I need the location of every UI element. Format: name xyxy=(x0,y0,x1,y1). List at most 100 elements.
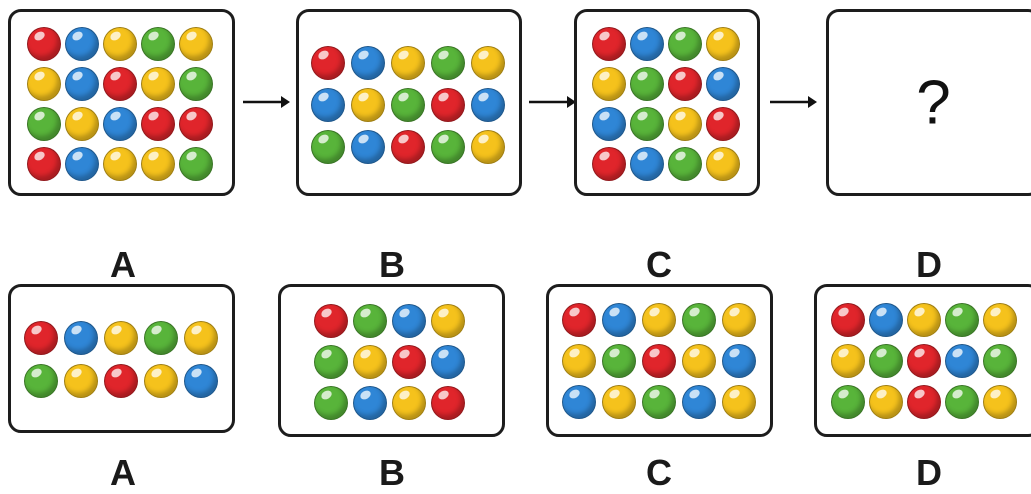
red-ball xyxy=(27,27,61,61)
green-ball xyxy=(630,107,664,141)
blue-ball xyxy=(351,130,385,164)
blue-ball xyxy=(630,147,664,181)
green-ball xyxy=(179,67,213,101)
red-ball xyxy=(562,303,596,337)
blue-ball xyxy=(706,67,740,101)
top-label-b: B xyxy=(379,244,405,285)
yellow-ball xyxy=(668,107,702,141)
red-ball xyxy=(907,385,941,419)
sequence-panel-unknown: ? xyxy=(826,9,1031,196)
option-panel-c[interactable] xyxy=(546,284,773,437)
yellow-ball xyxy=(722,303,756,337)
question-mark: ? xyxy=(916,68,951,137)
yellow-ball xyxy=(592,67,626,101)
sequence-panel-2 xyxy=(296,9,522,196)
red-ball xyxy=(104,364,138,398)
yellow-ball xyxy=(27,67,61,101)
green-ball xyxy=(179,147,213,181)
yellow-ball xyxy=(141,67,175,101)
red-ball xyxy=(27,147,61,181)
blue-ball xyxy=(431,345,465,379)
red-ball xyxy=(311,46,345,80)
yellow-ball xyxy=(831,344,865,378)
red-ball xyxy=(24,321,58,355)
green-ball xyxy=(311,130,345,164)
blue-ball xyxy=(722,344,756,378)
blue-ball xyxy=(65,27,99,61)
yellow-ball xyxy=(602,385,636,419)
red-ball xyxy=(314,304,348,338)
blue-ball xyxy=(945,344,979,378)
yellow-ball xyxy=(64,364,98,398)
yellow-ball xyxy=(144,364,178,398)
green-ball xyxy=(831,385,865,419)
arrow-icon xyxy=(529,96,576,108)
yellow-ball xyxy=(103,147,137,181)
top-label-a: A xyxy=(110,244,136,285)
blue-ball xyxy=(869,303,903,337)
green-ball xyxy=(945,385,979,419)
green-ball xyxy=(945,303,979,337)
red-ball xyxy=(592,147,626,181)
option-panel-d[interactable] xyxy=(814,284,1031,437)
yellow-ball xyxy=(65,107,99,141)
red-ball xyxy=(103,67,137,101)
red-ball xyxy=(668,67,702,101)
green-ball xyxy=(668,147,702,181)
yellow-ball xyxy=(351,88,385,122)
blue-ball xyxy=(682,385,716,419)
red-ball xyxy=(391,130,425,164)
option-label-d: D xyxy=(916,452,942,493)
green-ball xyxy=(141,27,175,61)
green-ball xyxy=(24,364,58,398)
arrow-icon xyxy=(770,96,817,108)
yellow-ball xyxy=(706,27,740,61)
yellow-ball xyxy=(392,386,426,420)
blue-ball xyxy=(630,27,664,61)
yellow-ball xyxy=(141,147,175,181)
sequence-panel-1 xyxy=(8,9,235,196)
green-ball xyxy=(144,321,178,355)
option-label-a: A xyxy=(110,452,136,493)
option-label-b: B xyxy=(379,452,405,493)
top-label-c: C xyxy=(646,244,672,285)
yellow-ball xyxy=(471,130,505,164)
yellow-ball xyxy=(103,27,137,61)
blue-ball xyxy=(65,67,99,101)
red-ball xyxy=(907,344,941,378)
blue-ball xyxy=(351,46,385,80)
green-ball xyxy=(682,303,716,337)
yellow-ball xyxy=(179,27,213,61)
green-ball xyxy=(314,345,348,379)
red-ball xyxy=(592,27,626,61)
yellow-ball xyxy=(184,321,218,355)
blue-ball xyxy=(471,88,505,122)
red-ball xyxy=(179,107,213,141)
blue-ball xyxy=(64,321,98,355)
blue-ball xyxy=(65,147,99,181)
blue-ball xyxy=(311,88,345,122)
option-panel-a[interactable] xyxy=(8,284,235,433)
red-ball xyxy=(431,88,465,122)
blue-ball xyxy=(602,303,636,337)
red-ball xyxy=(706,107,740,141)
option-panel-b[interactable] xyxy=(278,284,505,437)
yellow-ball xyxy=(983,303,1017,337)
red-ball xyxy=(642,344,676,378)
green-ball xyxy=(431,130,465,164)
blue-ball xyxy=(392,304,426,338)
arrow-icon xyxy=(243,96,290,108)
blue-ball xyxy=(103,107,137,141)
green-ball xyxy=(391,88,425,122)
yellow-ball xyxy=(353,345,387,379)
red-ball xyxy=(392,345,426,379)
green-ball xyxy=(314,386,348,420)
yellow-ball xyxy=(869,385,903,419)
green-ball xyxy=(431,46,465,80)
option-label-c: C xyxy=(646,452,672,493)
blue-ball xyxy=(184,364,218,398)
red-ball xyxy=(431,386,465,420)
blue-ball xyxy=(592,107,626,141)
yellow-ball xyxy=(706,147,740,181)
green-ball xyxy=(869,344,903,378)
